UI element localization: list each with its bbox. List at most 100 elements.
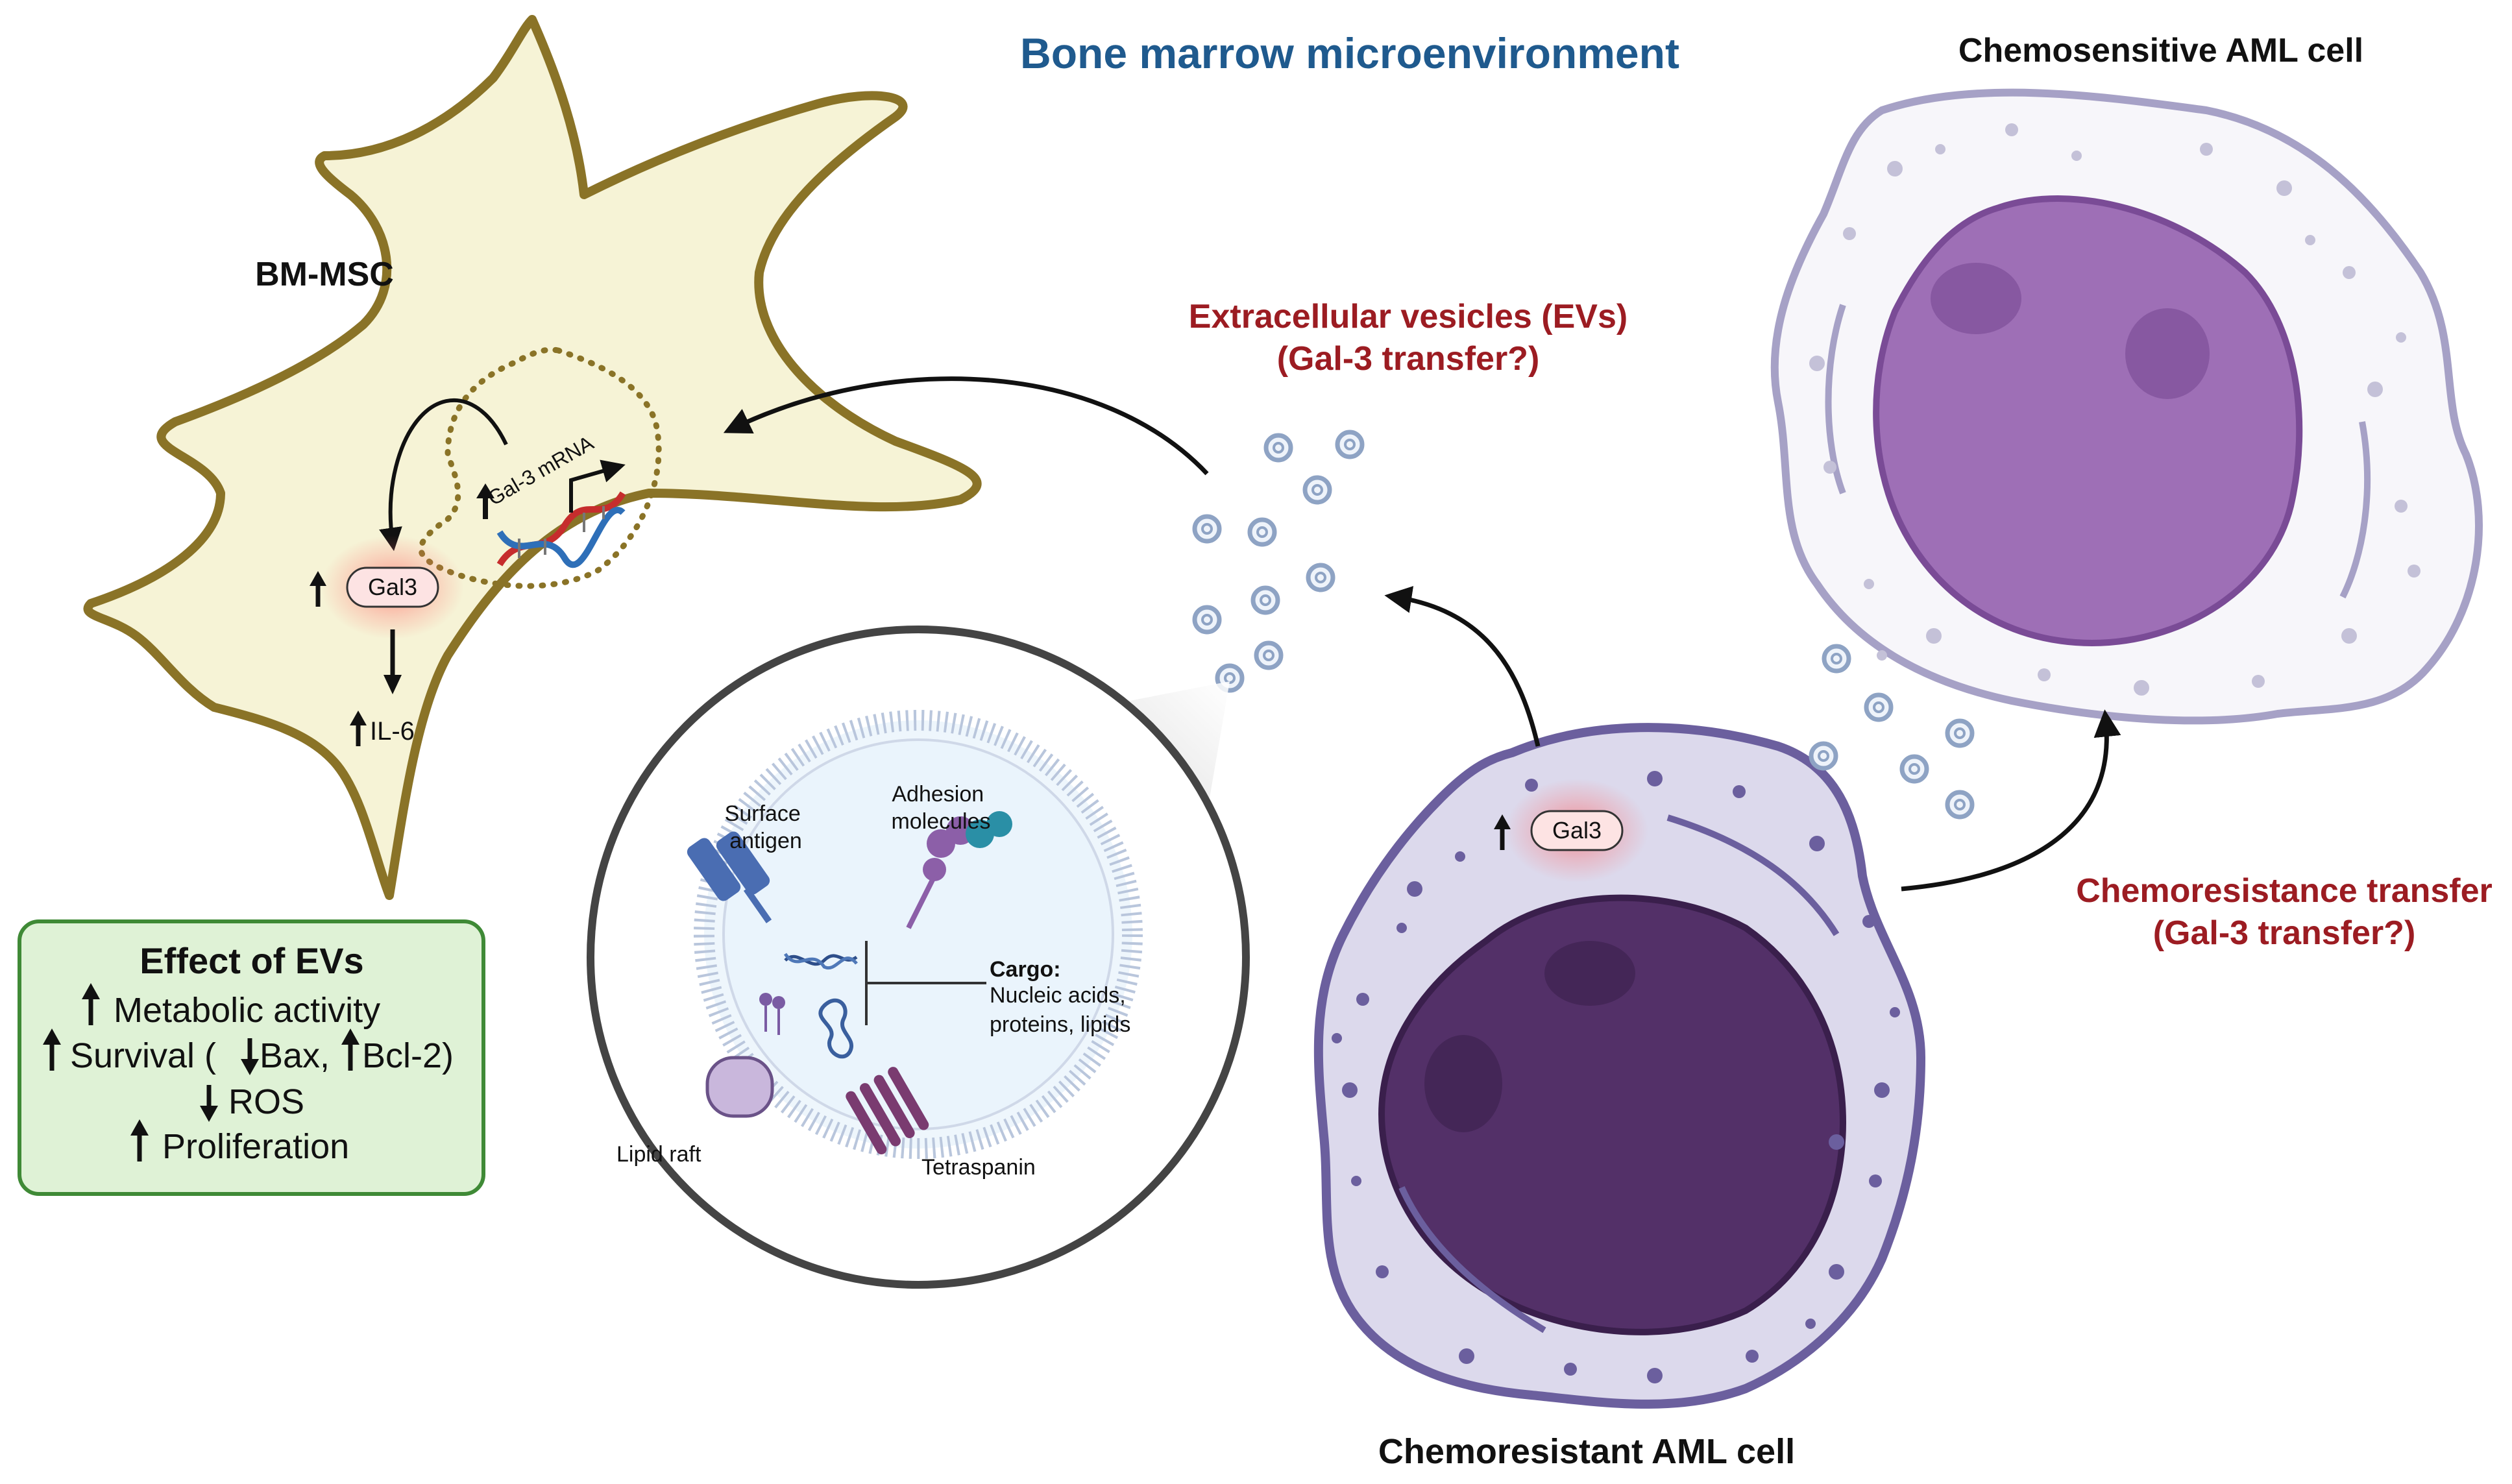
cytoplasm-granule (2341, 628, 2357, 644)
tetraspanin-icon (846, 1067, 929, 1155)
cytoplasm-granule (2395, 500, 2408, 513)
gal3-label: Gal3 (368, 574, 417, 600)
effect-metabolic: Metabolic activity (114, 991, 380, 1030)
vesicle-icon (1302, 475, 1332, 505)
vesicle-core (1201, 523, 1213, 535)
cytoplasm-granule (1733, 785, 1746, 798)
vesicle-icon (1864, 692, 1894, 722)
vesicle-core (1818, 750, 1829, 762)
up-arrow-icon (130, 1119, 149, 1162)
effect-proliferation: Proliferation (162, 1127, 349, 1166)
vesicle-detail: Surface antigen Adhesion molecules Cargo… (587, 626, 1250, 1289)
cytoplasm-granule (1887, 161, 1903, 176)
cytoplasm-granule (2071, 151, 2082, 161)
vesicle-icon (1192, 605, 1222, 635)
cytoplasm-granule (1455, 851, 1465, 862)
up-arrow-icon (310, 571, 326, 607)
cytoplasm-granule (2276, 180, 2292, 196)
vesicle-icon (1945, 790, 1975, 820)
down-arrow-icon (384, 629, 402, 694)
vesicle-core (1873, 701, 1884, 713)
up-arrow-icon (476, 483, 494, 519)
vesicle-icon (1899, 754, 1929, 784)
vesicle-core (1344, 439, 1356, 450)
cargo-line-2: proteins, lipids (990, 1012, 1130, 1037)
cytoplasm-granule (1890, 1007, 1900, 1017)
cytoplasm-granule (1564, 1363, 1577, 1376)
chemosensitive-nucleus (1873, 195, 2303, 646)
cytoplasm-granule (1935, 144, 1945, 154)
up-arrow-icon (341, 1028, 360, 1071)
vesicle-core (1311, 484, 1323, 496)
cytoplasm-granule (1829, 1134, 1844, 1150)
cytoplasm-granule (1877, 650, 1887, 661)
bm-msc-cell: Gal-3 mRNA Gal3 IL-6 (83, 15, 982, 900)
cytoplasm-granule (1874, 1082, 1890, 1098)
adhesion-molecule-icon (906, 811, 1012, 929)
vesicle-core (1224, 672, 1236, 684)
effect-bcl2: Bcl-2) (362, 1036, 454, 1075)
vesicle-core (1831, 653, 1842, 664)
cytoplasm-granule (1525, 779, 1538, 792)
cargo-bracket (865, 941, 986, 1025)
cargo-dna-icon (783, 953, 858, 970)
gal3-protein-resistant (1530, 810, 1624, 851)
vesicle-icon (1247, 517, 1277, 547)
cytoplasm-granule (1926, 628, 1942, 644)
vesicle-icon (1822, 644, 1851, 674)
effect-survival: Survival ( (70, 1036, 216, 1075)
chemoresistant-cell: Gal3 (1313, 723, 1925, 1409)
up-arrow-icon (43, 1028, 61, 1071)
cytoplasm-granule (2200, 143, 2213, 156)
gal3-protein (346, 566, 439, 608)
cytoplasm-granule (1809, 356, 1825, 371)
chemosensitive-cell (1770, 88, 2483, 725)
diagram-title: Bone marrow microenvironment (1020, 29, 1679, 77)
vesicle-core (1954, 727, 1966, 739)
cytoplasm-granule (2038, 668, 2051, 681)
cytoplasm-granule (1647, 1368, 1663, 1383)
vesicle-core (1273, 442, 1284, 454)
cytoplasm-granule (1332, 1033, 1342, 1043)
cytoplasm-granule (2408, 565, 2421, 578)
cytoplasm-granule (1862, 915, 1875, 928)
gal3-label-resistant: Gal3 (1552, 817, 1602, 844)
vesicle-core (1256, 526, 1268, 538)
cytoplasm-granule (1647, 771, 1663, 786)
lipid-raft-icon (705, 1056, 774, 1118)
bm-msc-title: BM-MSC (255, 256, 394, 293)
cytoplasm-granule (1376, 1265, 1389, 1278)
surface-antigen-label: Surface antigen (725, 801, 807, 853)
transcription-arrow-icon (569, 459, 626, 513)
vesicle-icon (1809, 741, 1838, 771)
il6-label: IL-6 (370, 717, 415, 746)
lipid-raft-label: Lipid raft (616, 1142, 701, 1167)
effect-bax: Bax, (260, 1036, 330, 1075)
vesicle-core (1315, 572, 1326, 583)
transfer-ev-cluster (1809, 644, 1975, 820)
cytoplasm-granule (2343, 266, 2356, 279)
cargo-protein-icon (818, 998, 853, 1059)
curved-arrow-icon (379, 398, 508, 552)
cytoplasm-granule (1459, 1348, 1474, 1364)
vesicle-icon (1192, 514, 1222, 544)
cytoplasm-granule (1809, 836, 1825, 851)
transfer-label-line1: Chemoresistance transfer (2076, 872, 2493, 910)
cytoplasm-granule (1356, 993, 1369, 1006)
cytoplasm-granule (2367, 382, 2383, 397)
cytoplasm-granule (2396, 332, 2406, 343)
effects-box: Effect of EVs Metabolic activity Surviva… (18, 919, 485, 1196)
cargo-lipid-icon (759, 993, 785, 1035)
vesicle-icon (1945, 718, 1975, 748)
down-arrow-icon (200, 1085, 218, 1122)
chemoresistant-nucleus (1378, 894, 1847, 1335)
adhesion-label: Adhesion molecules (891, 782, 990, 834)
ev-to-msc-arrow (723, 376, 1209, 476)
surface-antigen-icon (687, 831, 772, 923)
cytoplasm-granule (1823, 461, 1836, 474)
cytoplasm-granule (1843, 227, 1856, 240)
ev-cluster (1192, 430, 1365, 693)
cytoplasm-granule (1342, 1082, 1358, 1098)
effect-ros: ROS (228, 1082, 304, 1121)
